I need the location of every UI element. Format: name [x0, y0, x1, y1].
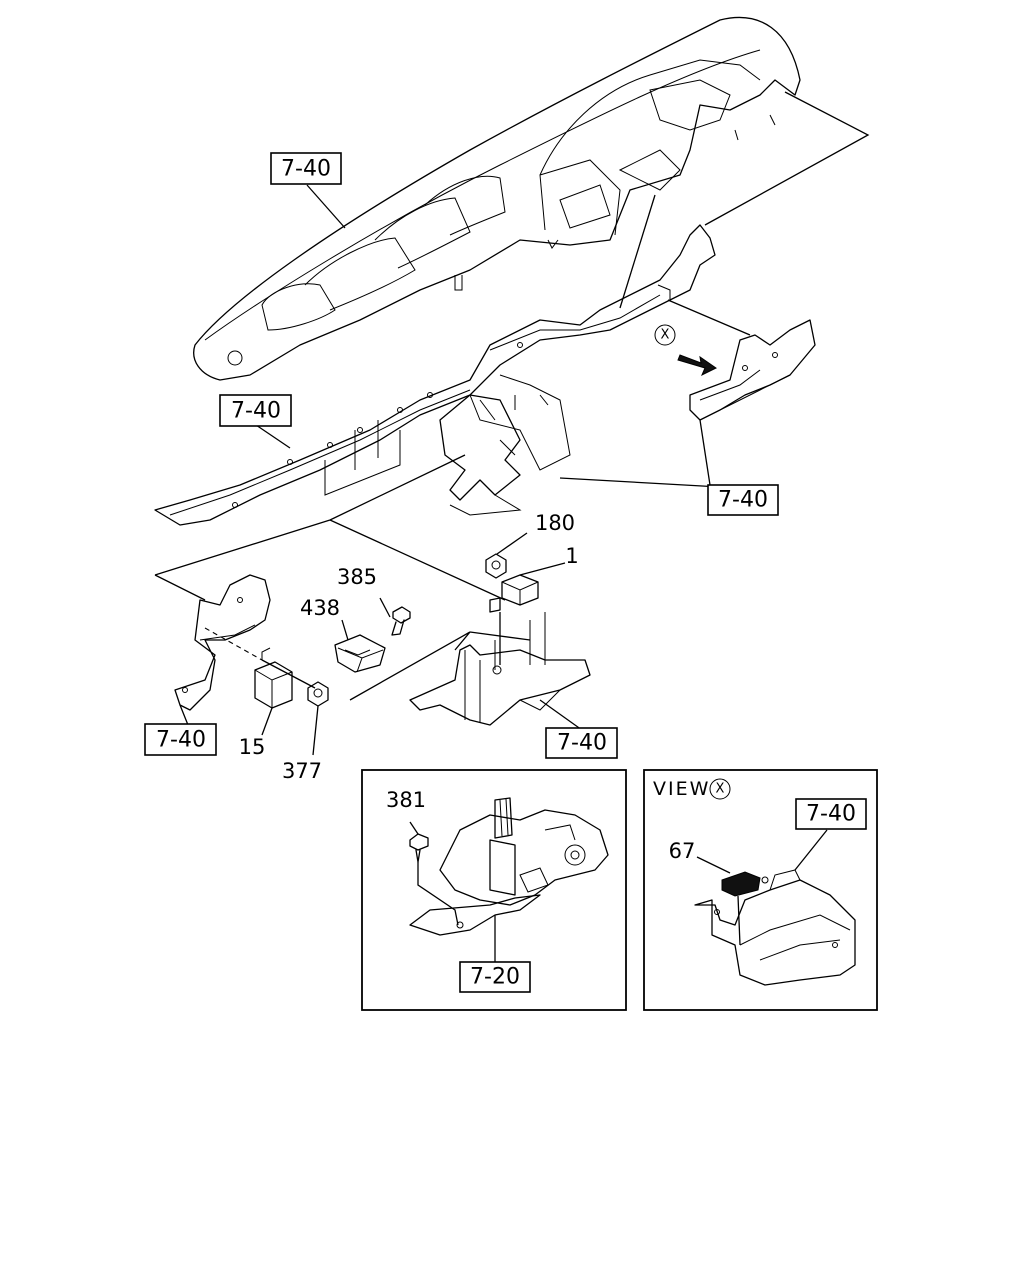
- right-bracket-drawing: [689, 319, 816, 421]
- part-number-180: 180: [535, 511, 575, 535]
- ref-box-instrument-panel: 7-40: [270, 152, 342, 185]
- ref-label-view-x: 7-40: [806, 802, 856, 827]
- unit-1-drawing: [489, 574, 539, 613]
- bolt-385-drawing: [391, 606, 411, 636]
- view-x-marker: X: [654, 324, 717, 377]
- ref-label-left-bracket: 7-40: [156, 728, 206, 753]
- ref-box-cross-beam: 7-40: [219, 394, 292, 427]
- part-number-1: 1: [565, 544, 578, 568]
- part-number-381: 381: [386, 788, 426, 812]
- center-bracket-drawing: [409, 612, 591, 726]
- part-number-15: 15: [239, 735, 266, 759]
- ref-label-cross-beam: 7-40: [231, 399, 281, 424]
- part-number-385: 385: [337, 565, 377, 589]
- ref-box-view-x: 7-40: [795, 798, 867, 830]
- module-15-drawing: [254, 647, 293, 709]
- part-number-438: 438: [300, 596, 340, 620]
- cross-beam-drawing: [154, 224, 716, 526]
- inset-panel-view-x: VIEW X 67 7-40: [643, 769, 878, 1011]
- inset-panel-left: 381 7-20: [361, 769, 627, 1011]
- left-bracket-drawing: [174, 574, 271, 711]
- nut-180-drawing: [485, 553, 507, 579]
- view-x-marker-label: X: [661, 328, 670, 343]
- part-number-67: 67: [669, 839, 696, 863]
- ref-label-instrument-panel: 7-40: [281, 157, 331, 182]
- nut-377-drawing: [307, 681, 329, 707]
- ref-label-inset-a: 7-20: [470, 965, 520, 990]
- ref-label-right-bracket: 7-40: [718, 488, 768, 513]
- ref-label-center-bracket: 7-40: [557, 731, 607, 756]
- view-x-title-marker: X: [716, 782, 725, 797]
- ref-box-left-bracket: 7-40: [144, 723, 217, 756]
- leader-lines: [154, 91, 870, 756]
- ref-box-right-bracket: 7-40: [707, 484, 779, 516]
- view-x-title: VIEW: [653, 778, 710, 800]
- part-number-377: 377: [282, 759, 322, 783]
- ref-box-center-bracket: 7-40: [545, 727, 618, 759]
- instrument-panel-drawing: [193, 16, 801, 381]
- module-438-drawing: [334, 634, 386, 673]
- ref-box-inset-a: 7-20: [459, 961, 531, 993]
- view-arrow-icon: [677, 354, 717, 377]
